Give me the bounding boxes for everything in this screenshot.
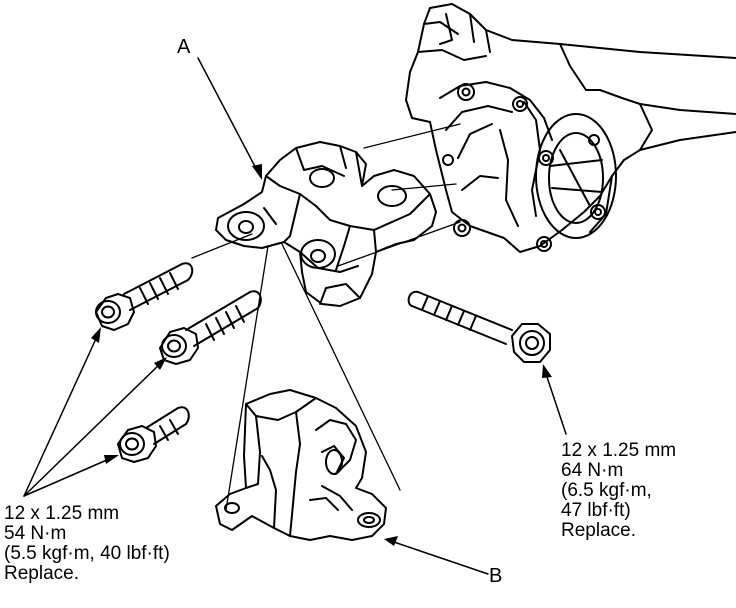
bolt-middle-left — [159, 290, 262, 365]
callout-a-label: A — [177, 36, 191, 58]
arrowheads — [91, 164, 552, 546]
right-bolt-torque-spec: 12 x 1.25 mm 64 N·m (6.5 kgf·m, 47 lbf·f… — [561, 441, 676, 541]
bolt-right — [407, 290, 551, 363]
leader-lines — [23, 57, 567, 575]
bolt-lower-left — [117, 406, 190, 463]
callout-b-label: B — [489, 565, 503, 587]
bracket-a — [215, 141, 437, 307]
arrowhead-bolt-4 — [542, 364, 552, 378]
arrowhead-bolt-2 — [154, 357, 167, 370]
spec-size: 12 x 1.25 mm — [4, 503, 120, 524]
spec-torque-kgfm: (6.5 kgf·m, — [561, 480, 652, 501]
spec-torque-nm: 54 N·m — [4, 523, 67, 544]
mount-b — [215, 389, 387, 541]
spec-note: Replace. — [4, 563, 79, 584]
transmission-housing — [405, 3, 736, 253]
spec-size: 12 x 1.25 mm — [561, 440, 677, 461]
bolt-upper-left — [95, 262, 194, 331]
arrowhead-b — [384, 536, 398, 546]
spec-note: Replace. — [561, 520, 636, 541]
arrowhead-bolt-3 — [104, 455, 119, 464]
spec-torque-alt: (5.5 kgf·m, 40 lbf·ft) — [4, 543, 170, 564]
spec-torque-nm: 64 N·m — [561, 460, 624, 481]
arrowhead-bolt-1 — [91, 327, 101, 343]
arrowhead-a — [252, 164, 262, 180]
spec-torque-lbfft: 47 lbf·ft) — [561, 500, 631, 521]
left-bolts-torque-spec: 12 x 1.25 mm 54 N·m (5.5 kgf·m, 40 lbf·f… — [4, 504, 170, 584]
